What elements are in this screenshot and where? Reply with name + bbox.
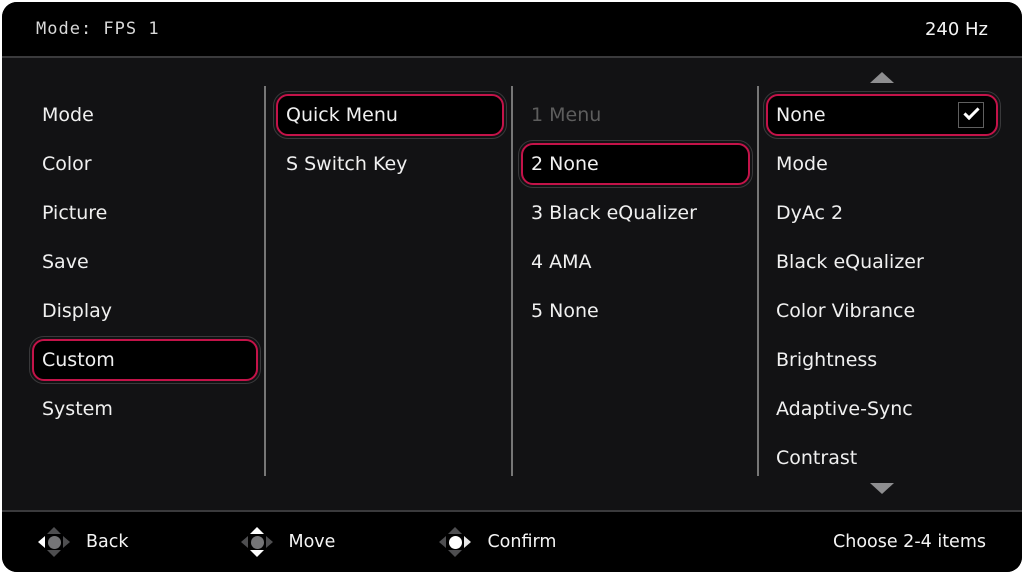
column-divider <box>264 86 266 476</box>
quick-slot-column: 1 Menu 2 None 3 Black eQualizer 4 AMA 5 … <box>518 94 753 339</box>
scroll-up-icon[interactable] <box>870 72 894 83</box>
option-black-equalizer[interactable]: Black eQualizer <box>776 251 924 273</box>
quick-slot-4[interactable]: 4 AMA <box>531 251 592 273</box>
submenu-item-s-switch-key[interactable]: S Switch Key <box>286 153 408 175</box>
option-mode[interactable]: Mode <box>776 153 828 175</box>
custom-submenu-column: Quick Menu S Switch Key <box>273 91 507 192</box>
confirm-label: Confirm <box>487 532 557 552</box>
option-brightness[interactable]: Brightness <box>776 349 878 371</box>
option-dyac2[interactable]: DyAc 2 <box>776 202 844 224</box>
menu-item-custom[interactable]: Custom <box>29 336 261 384</box>
move-legend: Move <box>240 527 336 557</box>
osd-header: Mode: FPS 1 240 Hz <box>2 2 1022 58</box>
option-adaptive-sync[interactable]: Adaptive-Sync <box>776 398 913 420</box>
column-divider <box>757 86 759 476</box>
checkmark-icon <box>963 103 980 121</box>
refresh-rate: 240 Hz <box>924 18 988 40</box>
checkbox-checked-icon <box>958 102 984 128</box>
quick-slot-2[interactable]: 2 None <box>518 140 753 188</box>
option-contrast[interactable]: Contrast <box>776 447 858 469</box>
scroll-down-icon[interactable] <box>870 483 894 494</box>
quick-slot-5[interactable]: 5 None <box>531 300 599 322</box>
move-label: Move <box>288 532 336 552</box>
back-label: Back <box>86 532 129 552</box>
menu-item-picture[interactable]: Picture <box>42 202 108 224</box>
osd-footer: Back Move Confirm Choose 2-4 items <box>2 510 1022 572</box>
osd-content: Mode Color Picture Save Display Custom S… <box>2 58 1022 508</box>
menu-item-save[interactable]: Save <box>42 251 89 273</box>
joystick-left-icon <box>38 527 70 557</box>
menu-item-system[interactable]: System <box>42 398 113 420</box>
option-color-vibrance[interactable]: Color Vibrance <box>776 300 916 322</box>
submenu-item-quick-menu[interactable]: Quick Menu <box>273 91 507 139</box>
choose-items-hint: Choose 2-4 items <box>833 532 986 552</box>
option-none[interactable]: None <box>763 91 1001 139</box>
column-divider <box>511 86 513 476</box>
main-menu-column: Mode Color Picture Save Display Custom S… <box>29 94 261 437</box>
menu-item-mode[interactable]: Mode <box>42 104 94 126</box>
confirm-legend: Confirm <box>439 527 556 557</box>
quick-slot-1: 1 Menu <box>531 104 602 126</box>
quick-slot-3[interactable]: 3 Black eQualizer <box>531 202 697 224</box>
options-column: None Mode DyAc 2 Black eQualizer Color V… <box>763 72 1001 494</box>
back-legend: Back <box>38 527 129 557</box>
joystick-press-icon <box>439 527 472 557</box>
mode-title: Mode: FPS 1 <box>36 19 160 39</box>
menu-item-display[interactable]: Display <box>42 300 113 322</box>
joystick-updown-icon <box>240 527 273 557</box>
menu-item-color[interactable]: Color <box>42 153 92 175</box>
